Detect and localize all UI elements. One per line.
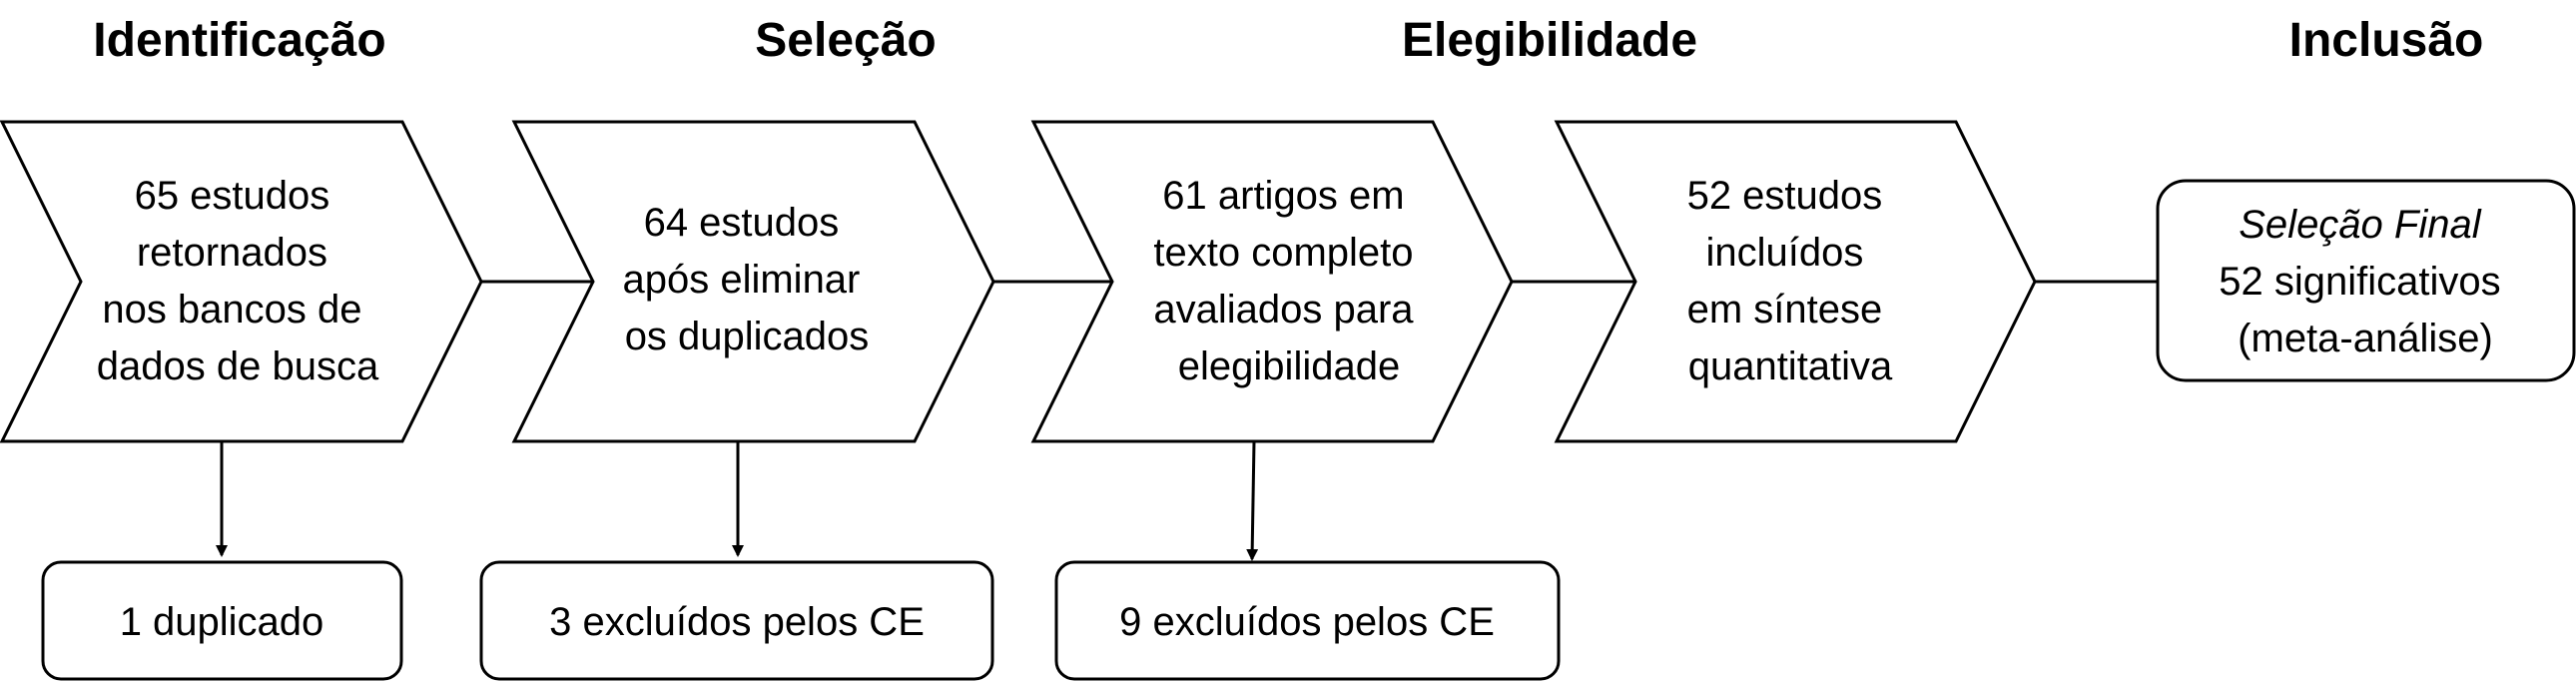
step-3-line-1: 61 artigos em — [1162, 174, 1404, 218]
step-4-line-3: em síntese — [1687, 288, 1883, 332]
step-3-line-4: elegibilidade — [1178, 344, 1400, 388]
step-2-line-1: 64 estudos — [644, 201, 840, 245]
step-inclusao: 52 estudos incluídos em síntese quantita… — [1554, 120, 2037, 443]
header-identificacao: Identificação — [93, 14, 385, 67]
exclusion-box-2: 3 excluídos pelos CE — [479, 560, 994, 681]
final-selection-box: Seleção Final 52 significativos (meta-an… — [2156, 179, 2576, 382]
svg-text:65 estudos retornados: 65 estudos retornados nos bancos de dado… — [97, 174, 379, 388]
step-2-line-3: os duplicados — [625, 315, 870, 358]
svg-text:61 artigos em texto comp: 61 artigos em texto completo avaliados p… — [1153, 174, 1424, 388]
step-1-line-1: 65 estudos — [135, 174, 330, 218]
final-count: 52 significativos — [2219, 260, 2500, 304]
exclusion-2-label: 3 excluídos pelos CE — [549, 600, 925, 644]
final-title: Seleção Final — [2239, 203, 2481, 247]
step-4-line-2: incluídos — [1706, 231, 1864, 275]
header-inclusao: Inclusão — [2289, 14, 2484, 67]
step-3-line-3: avaliados para — [1153, 288, 1414, 332]
svg-text:64 estudos após eliminar: 64 estudos após eliminar os duplicados — [622, 201, 871, 358]
step-4-line-1: 52 estudos — [1687, 174, 1883, 218]
arrow-down-3 — [1246, 440, 1259, 561]
step-1-line-3: nos bancos de — [102, 288, 361, 332]
exclusion-3-label: 9 excluídos pelos CE — [1119, 600, 1495, 644]
step-1-line-2: retornados — [137, 231, 327, 275]
step-selecao: 64 estudos após eliminar os duplicados — [511, 120, 995, 443]
header-selecao: Seleção — [755, 14, 936, 67]
step-4-line-4: quantitativa — [1688, 344, 1893, 388]
final-note: (meta-análise) — [2238, 317, 2493, 360]
step-2-line-2: após eliminar — [622, 258, 860, 302]
svg-text:Seleção Final 52 signifi: Seleção Final 52 significativos (meta-an… — [2219, 203, 2512, 360]
exclusion-1-label: 1 duplicado — [120, 600, 324, 644]
exclusion-box-1: 1 duplicado — [41, 560, 403, 681]
step-elegibilidade: 61 artigos em texto completo avaliados p… — [1030, 120, 1514, 443]
exclusion-box-3: 9 excluídos pelos CE — [1054, 560, 1561, 681]
header-elegibilidade: Elegibilidade — [1402, 14, 1697, 67]
svg-text:52 estudos incluídos: 52 estudos incluídos em síntese quantita… — [1687, 174, 1894, 388]
step-3-line-2: texto completo — [1153, 231, 1413, 275]
step-1-line-4: dados de busca — [97, 344, 379, 388]
step-identificacao: 65 estudos retornados nos bancos de dado… — [0, 120, 483, 443]
